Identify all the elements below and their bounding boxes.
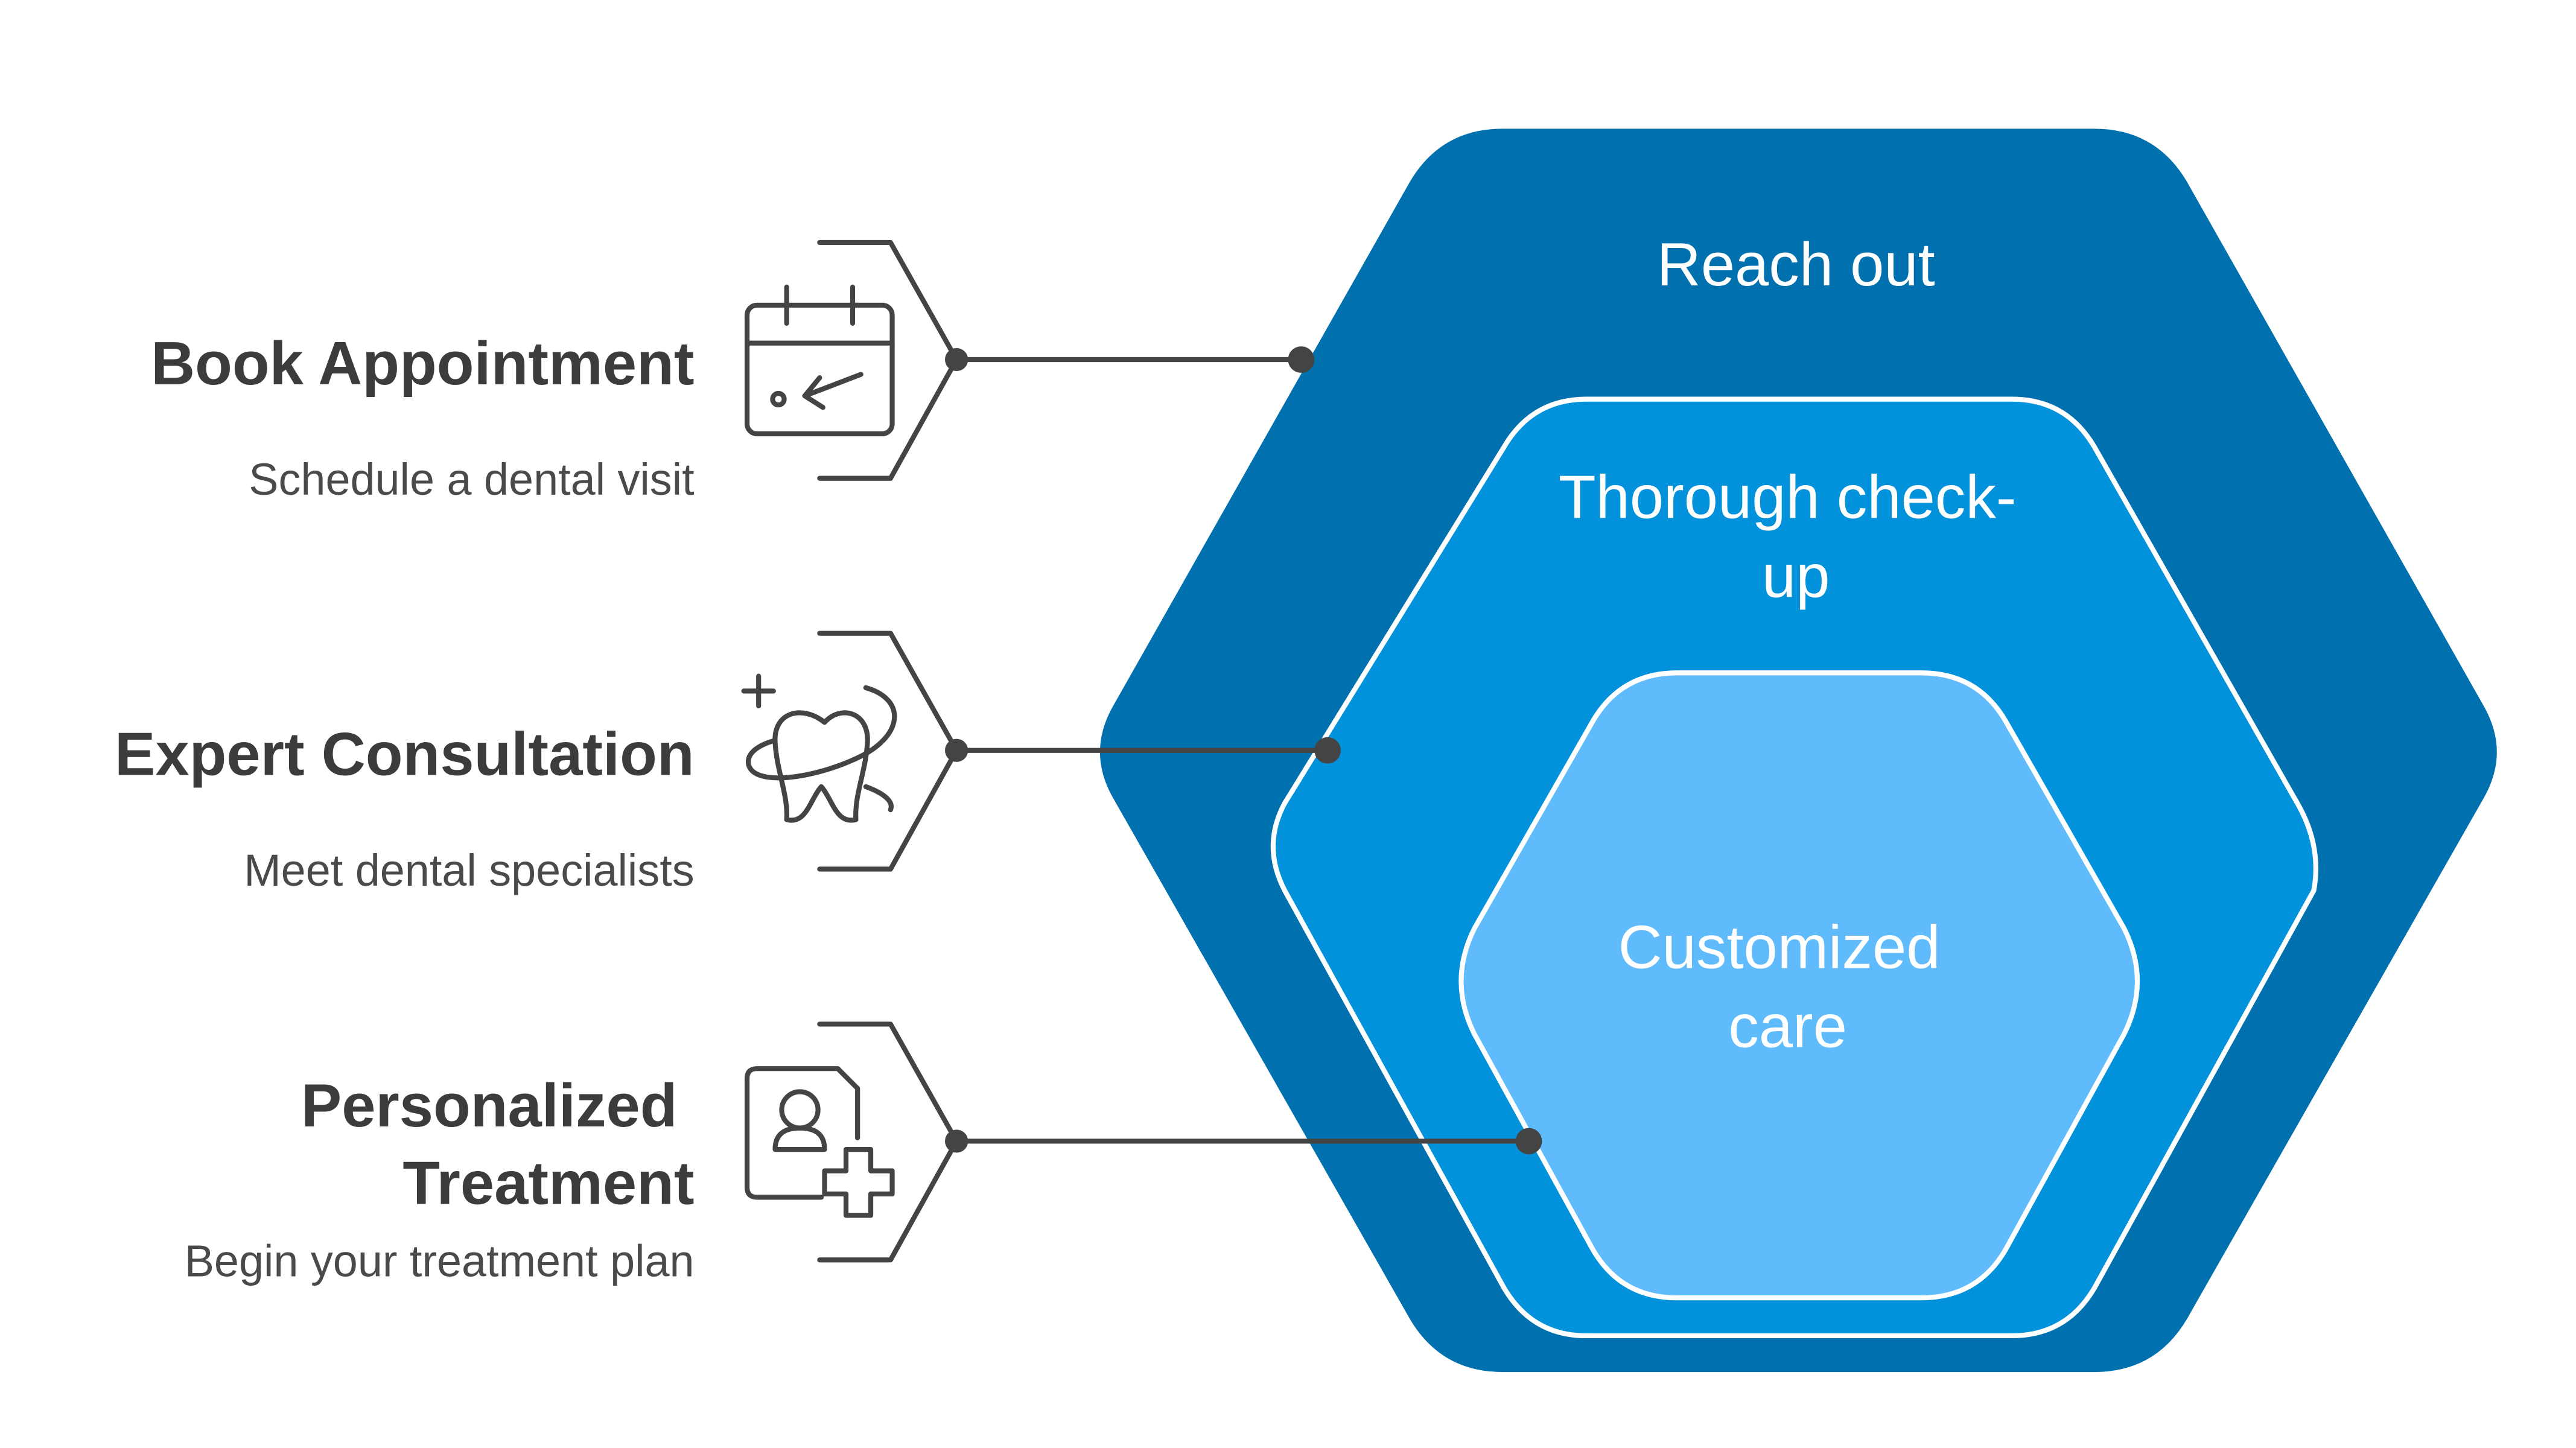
- connector-book-appointment: [817, 240, 1315, 481]
- connector-start-dot: [945, 738, 968, 762]
- layer-customized-care-hexagon: [1458, 670, 2140, 1301]
- connector-start-dot: [945, 348, 968, 372]
- layer-label-line: Customized: [1618, 913, 1941, 981]
- connector-bracket: [817, 240, 959, 481]
- connector-bracket: [817, 1021, 959, 1263]
- connector-expert-consultation: [817, 630, 1341, 872]
- connector-end-dot: [1314, 737, 1341, 764]
- step-title: Personalized Treatment: [301, 1072, 695, 1217]
- step-texts: Book Appointment Schedule a dental visit…: [115, 329, 695, 1286]
- step-title-line: Expert Consultation: [115, 720, 695, 789]
- step-book-appointment: Book Appointment Schedule a dental visit: [151, 329, 695, 504]
- layer-label-line: Thorough check-: [1559, 463, 2017, 531]
- layer-labels: Reach out Thorough check- up Customized …: [1559, 230, 2034, 1061]
- layer-label-customized-care: Customized care: [1618, 913, 1957, 1060]
- step-title: Expert Consultation: [115, 720, 695, 789]
- connector-start-dot: [945, 1129, 968, 1153]
- layer-label-line: Reach out: [1657, 230, 1935, 299]
- calendar-arrow-icon: [744, 284, 895, 437]
- layer-label-reach-out: Reach out: [1657, 230, 1935, 299]
- connector-bracket: [817, 630, 959, 872]
- connector-personalized-treatment: [817, 1021, 1542, 1263]
- layer-label-thorough-checkup: Thorough check- up: [1559, 463, 2034, 610]
- connectors: [817, 240, 1542, 1263]
- connector-end-dot: [1515, 1128, 1542, 1155]
- step-title: Book Appointment: [151, 329, 695, 398]
- patient-record-plus-icon: [744, 1066, 895, 1218]
- connector-end-dot: [1288, 346, 1315, 373]
- step-subtitle: Schedule a dental visit: [249, 454, 694, 504]
- step-subtitle: Begin your treatment plan: [185, 1236, 695, 1286]
- step-title-line: Personalized: [301, 1072, 678, 1140]
- layer-label-line: up: [1762, 542, 1830, 611]
- step-title-line: Book Appointment: [151, 329, 695, 398]
- step-title-line: Treatment: [402, 1149, 694, 1217]
- step-personalized-treatment: Personalized Treatment Begin your treatm…: [185, 1072, 695, 1286]
- layer-label-line: care: [1728, 992, 1847, 1061]
- step-expert-consultation: Expert Consultation Meet dental speciali…: [115, 720, 695, 895]
- step-subtitle: Meet dental specialists: [244, 845, 694, 895]
- tooth-orbit-icon: [741, 673, 897, 823]
- hexagon-layers: [1099, 129, 2497, 1373]
- step-icons: [741, 284, 897, 1218]
